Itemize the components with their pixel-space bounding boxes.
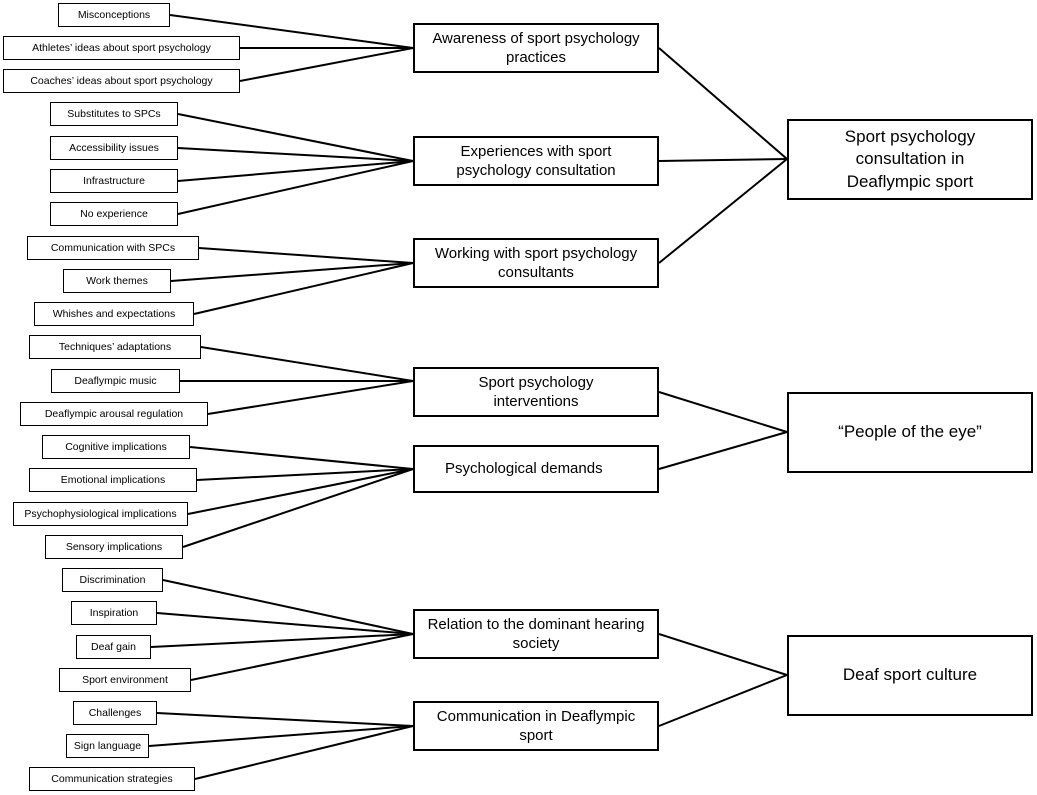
subcategory-box: Emotional implications (29, 468, 197, 492)
subcategory-label: Athletes’ ideas about sport psychology (32, 41, 211, 54)
theme-label: Sport psychology consultation in Deaflym… (844, 127, 976, 191)
subcategory-label: Emotional implications (60, 473, 166, 486)
connector (658, 633, 788, 676)
connector (658, 674, 788, 727)
subcategory-label: Cognitive implications (65, 440, 167, 453)
subcategory-box: Work themes (63, 269, 171, 293)
theme-box: “People of the eye” (787, 392, 1033, 473)
connector (177, 160, 414, 182)
category-box: Experiences with sport psychology consul… (413, 136, 659, 186)
subcategory-label: Deaflympic music (74, 374, 157, 387)
connector (200, 346, 414, 382)
theme-label: Deaf sport culture (842, 665, 978, 685)
subcategory-box: Accessibility issues (50, 136, 178, 160)
connector (162, 579, 414, 635)
subcategory-box: Communication strategies (29, 767, 195, 791)
subcategory-box: Infrastructure (50, 169, 178, 193)
connector (156, 712, 414, 727)
connector (658, 431, 788, 470)
category-label: Working with sport psychology consultant… (434, 244, 638, 282)
category-label: Communication in Deaflympic sport (436, 707, 636, 745)
category-label: Experiences with sport psychology consul… (456, 142, 616, 180)
connector (193, 262, 414, 315)
subcategory-label: Substitutes to SPCs (67, 107, 161, 120)
connector (170, 262, 414, 282)
subcategory-label: Sensory implications (65, 540, 163, 553)
category-box: Relation to the dominant hearing society (413, 609, 659, 659)
connector (190, 633, 414, 681)
connector (658, 391, 788, 433)
connector (194, 725, 414, 780)
subcategory-label: Deaf gain (91, 640, 136, 653)
subcategory-box: Deaflympic music (51, 369, 180, 393)
connector (196, 468, 414, 481)
category-box: Sport psychology interventions (413, 367, 659, 417)
subcategory-box: Substitutes to SPCs (50, 102, 178, 126)
subcategory-box: Discrimination (62, 568, 163, 592)
subcategory-box: Sign language (66, 734, 149, 758)
subcategory-label: Work themes (86, 274, 148, 287)
subcategory-label: No experience (80, 207, 148, 220)
subcategory-label: Sign language (73, 739, 142, 752)
connector (187, 468, 414, 515)
subcategory-label: Challenges (88, 706, 142, 719)
connector (177, 113, 414, 162)
category-label: Relation to the dominant hearing society (427, 615, 645, 653)
connector (189, 446, 414, 470)
subcategory-label: Deaflympic arousal regulation (44, 407, 184, 420)
connector (182, 468, 414, 548)
category-box: Working with sport psychology consultant… (413, 238, 659, 288)
connector (156, 612, 414, 635)
subcategory-label: Communication with SPCs (50, 241, 176, 254)
subcategory-box: Misconceptions (58, 3, 170, 27)
connector (198, 247, 414, 264)
subcategory-label: Coaches’ ideas about sport psychology (30, 74, 213, 87)
subcategory-label: Techniques’ adaptations (58, 340, 172, 353)
category-label: Sport psychology interventions (478, 373, 594, 411)
subcategory-label: Whishes and expectations (52, 307, 176, 320)
connector (169, 14, 414, 49)
subcategory-box: Psychophysiological implications (13, 502, 188, 526)
subcategory-box: Whishes and expectations (34, 302, 194, 326)
category-label: Awareness of sport psychology practices (432, 29, 640, 67)
connector (148, 725, 414, 747)
theme-box: Sport psychology consultation in Deaflym… (787, 119, 1033, 200)
category-label: Psychological demands (445, 460, 603, 478)
subcategory-label: Accessibility issues (69, 141, 159, 154)
connector (177, 147, 414, 162)
connector (207, 380, 414, 415)
connector (658, 47, 788, 160)
category-box: Psychological demands (413, 445, 659, 493)
subcategory-label: Communication strategies (51, 772, 173, 785)
subcategory-box: No experience (50, 202, 178, 226)
subcategory-label: Inspiration (89, 606, 139, 619)
subcategory-label: Infrastructure (83, 174, 145, 187)
subcategory-box: Athletes’ ideas about sport psychology (3, 36, 240, 60)
subcategory-box: Sensory implications (45, 535, 183, 559)
subcategory-label: Misconceptions (77, 8, 151, 21)
subcategory-box: Deaflympic arousal regulation (20, 402, 208, 426)
connector (177, 160, 414, 215)
subcategory-label: Sport environment (82, 673, 168, 686)
connector (239, 47, 414, 82)
connector (658, 158, 788, 162)
subcategory-box: Deaf gain (76, 635, 151, 659)
subcategory-box: Sport environment (59, 668, 191, 692)
subcategory-label: Psychophysiological implications (24, 507, 177, 520)
subcategory-box: Inspiration (71, 601, 157, 625)
connector (150, 633, 414, 648)
subcategory-box: Cognitive implications (42, 435, 190, 459)
connector (658, 158, 788, 264)
category-box: Awareness of sport psychology practices (413, 23, 659, 73)
subcategory-label: Discrimination (79, 573, 146, 586)
subcategory-box: Challenges (73, 701, 157, 725)
subcategory-box: Communication with SPCs (27, 236, 199, 260)
subcategory-box: Techniques’ adaptations (29, 335, 201, 359)
theme-label: “People of the eye” (838, 422, 982, 442)
theme-box: Deaf sport culture (787, 635, 1033, 716)
subcategory-box: Coaches’ ideas about sport psychology (3, 69, 240, 93)
category-box: Communication in Deaflympic sport (413, 701, 659, 751)
